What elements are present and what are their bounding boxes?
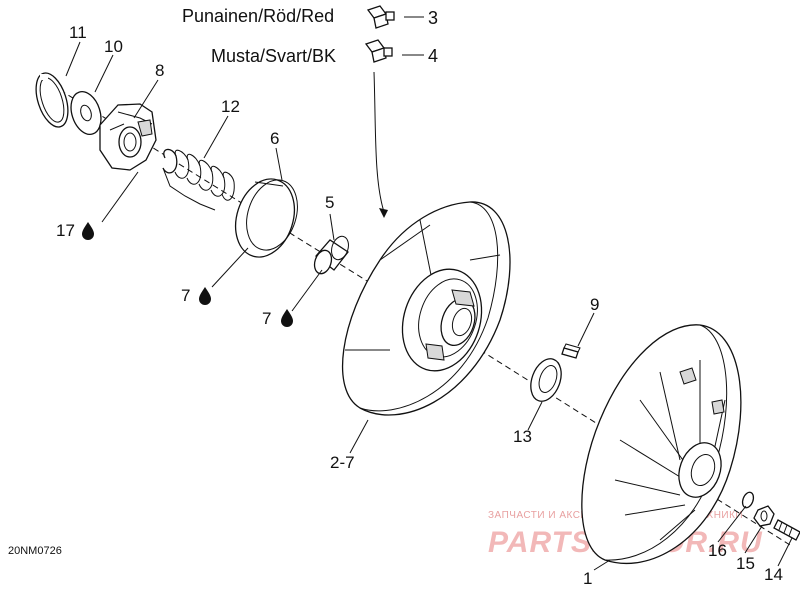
part-13-washer (530, 358, 562, 402)
callout-14: 14 (764, 565, 783, 584)
callout-3: 3 (428, 8, 438, 28)
oil-drop-icon (82, 222, 94, 240)
leader-lines (65, 41, 793, 571)
callout-13: 13 (513, 427, 532, 446)
part-2-7-fixed-sheave (342, 201, 511, 416)
connector-arrow (373, 71, 388, 218)
part-6-ring (234, 178, 298, 258)
callout-1: 1 (583, 569, 592, 588)
callout-8: 8 (155, 61, 164, 80)
callout-11: 11 (69, 23, 87, 42)
part-12-spring (162, 148, 235, 211)
legend-red-label: Punainen/Röd/Red (182, 6, 334, 26)
oil-drop-icon (281, 309, 293, 327)
callout-5: 5 (325, 193, 334, 212)
callout-10: 10 (104, 37, 123, 56)
callout-15: 15 (736, 554, 755, 573)
callout-6: 6 (270, 129, 279, 148)
drawing-code: 20NM0726 (8, 545, 62, 557)
callout-2-7: 2-7 (330, 453, 355, 472)
callout-12: 12 (221, 97, 240, 116)
part-16-washer (741, 491, 755, 509)
callout-4: 4 (428, 46, 438, 66)
callout-7-ring: 7 (181, 286, 190, 305)
part-1-movable-sheave (581, 324, 742, 565)
part-8-cam (99, 103, 157, 171)
callout-7-bushing: 7 (262, 309, 271, 328)
oil-drop-icon (199, 287, 211, 305)
wire-connector-icon (366, 5, 395, 29)
part-5-bushing (313, 235, 349, 275)
wire-connector-icon (364, 39, 393, 63)
part-9-key (561, 343, 581, 359)
callout-16: 16 (708, 541, 727, 560)
part-14-screw (773, 519, 800, 541)
part-10-washer (70, 90, 102, 136)
part-15-nut (753, 505, 775, 527)
legend-black-label: Musta/Svart/BK (211, 46, 336, 66)
callout-17: 17 (56, 221, 75, 240)
part-11-retaining-ring (35, 72, 69, 128)
callout-9: 9 (590, 295, 599, 314)
